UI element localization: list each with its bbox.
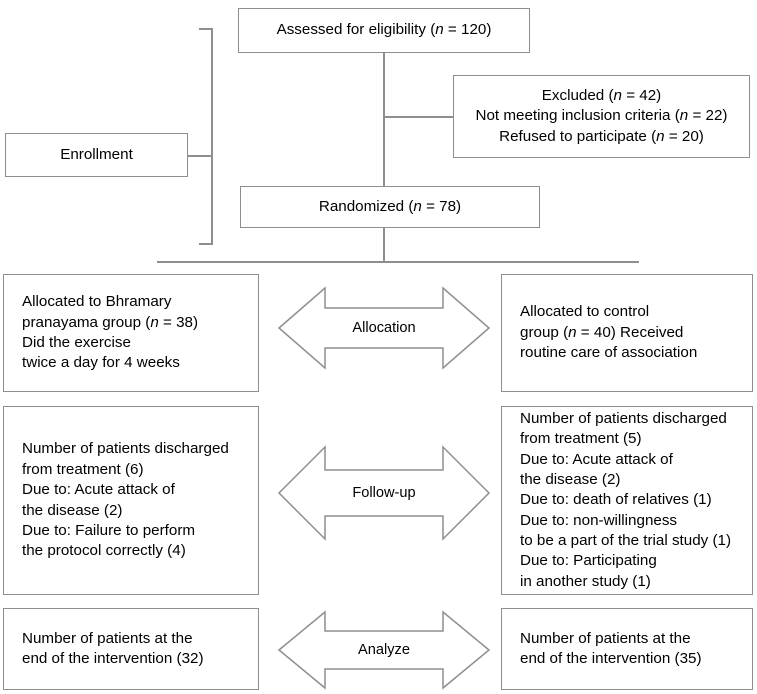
stage-arrow-analyze: Analyze bbox=[278, 610, 490, 690]
box-allocation-right: Allocated to control group (n = 40) Rece… bbox=[501, 274, 753, 392]
double-arrow-icon bbox=[278, 445, 490, 541]
box-randomized: Randomized (n = 78) bbox=[240, 186, 540, 228]
bracket-enrollment-top-tick bbox=[199, 28, 212, 30]
box-followup-left: Number of patients discharged from treat… bbox=[3, 406, 259, 595]
box-allocation-left: Allocated to Bhramary pranayama group (n… bbox=[3, 274, 259, 392]
stage-arrow-followup: Follow-up bbox=[278, 445, 490, 541]
allocation-left-text: Allocated to Bhramary pranayama group (n… bbox=[22, 293, 199, 372]
box-excluded: Excluded (n = 42) Not meeting inclusion … bbox=[453, 75, 750, 158]
connector-assessed-to-randomized bbox=[383, 53, 385, 186]
bracket-enrollment-label-tick bbox=[188, 155, 212, 157]
box-analyze-right: Number of patients at the end of the int… bbox=[501, 608, 753, 690]
box-analyze-left: Number of patients at the end of the int… bbox=[3, 608, 259, 690]
stage-arrow-allocation: Allocation bbox=[278, 286, 490, 370]
bracket-enrollment-bottom-tick bbox=[199, 243, 212, 245]
analyze-left-text: Number of patients at the end of the int… bbox=[22, 629, 204, 667]
connector-randomized-down bbox=[383, 228, 385, 262]
box-followup-right: Number of patients discharged from treat… bbox=[501, 406, 753, 595]
double-arrow-icon bbox=[278, 286, 490, 370]
connector-split-horizontal bbox=[157, 261, 639, 263]
followup-left-text: Number of patients discharged from treat… bbox=[22, 440, 229, 560]
bracket-enrollment-spine bbox=[211, 28, 213, 245]
allocation-right-text: Allocated to control group (n = 40) Rece… bbox=[520, 303, 698, 362]
assessed-for-eligibility-text: Assessed for eligibility (n = 120) bbox=[276, 21, 492, 39]
analyze-right-text: Number of patients at the end of the int… bbox=[520, 629, 702, 667]
stage-label-enrollment: Enrollment bbox=[60, 145, 133, 163]
followup-right-text: Number of patients discharged from treat… bbox=[520, 409, 732, 590]
connector-stem-to-excluded bbox=[383, 116, 454, 118]
box-assessed-for-eligibility: Assessed for eligibility (n = 120) bbox=[238, 8, 530, 53]
double-arrow-icon bbox=[278, 610, 490, 690]
stage-box-enrollment: Enrollment bbox=[5, 133, 188, 177]
excluded-text: Excluded (n = 42) Not meeting inclusion … bbox=[475, 86, 728, 145]
randomized-text: Randomized (n = 78) bbox=[318, 197, 462, 215]
